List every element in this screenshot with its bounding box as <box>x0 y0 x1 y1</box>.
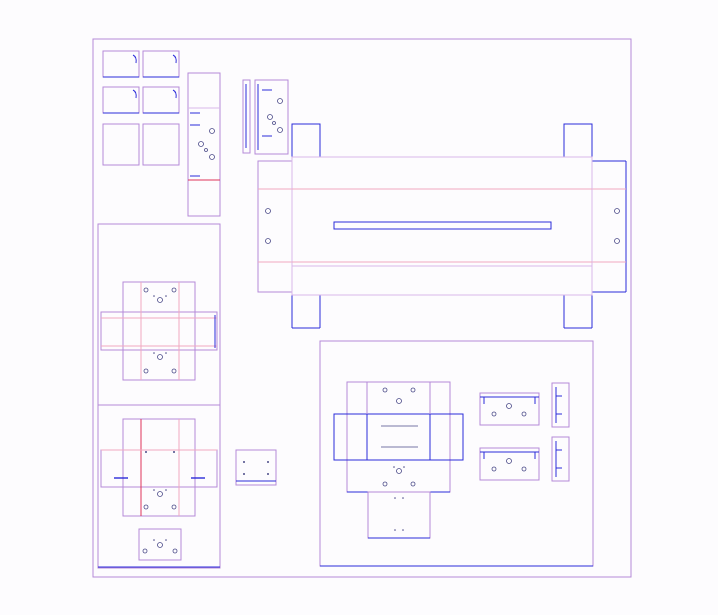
sheet-frame <box>92 38 632 578</box>
plate-right-lower <box>479 447 540 481</box>
left-panel <box>97 223 221 569</box>
cross-box-right <box>333 381 464 539</box>
small-center-bracket <box>235 449 277 486</box>
cross-box-upper <box>100 281 218 381</box>
small-plate-bottom-left <box>138 528 182 561</box>
plate-right-upper <box>479 392 540 426</box>
tall-strip-part <box>187 72 221 217</box>
cross-box-lower <box>100 418 218 517</box>
small-square-parts <box>102 50 180 166</box>
long-box-part <box>257 123 627 329</box>
small-brackets-right <box>551 382 570 482</box>
bracket-parts <box>242 79 289 155</box>
right-panel <box>319 340 594 567</box>
